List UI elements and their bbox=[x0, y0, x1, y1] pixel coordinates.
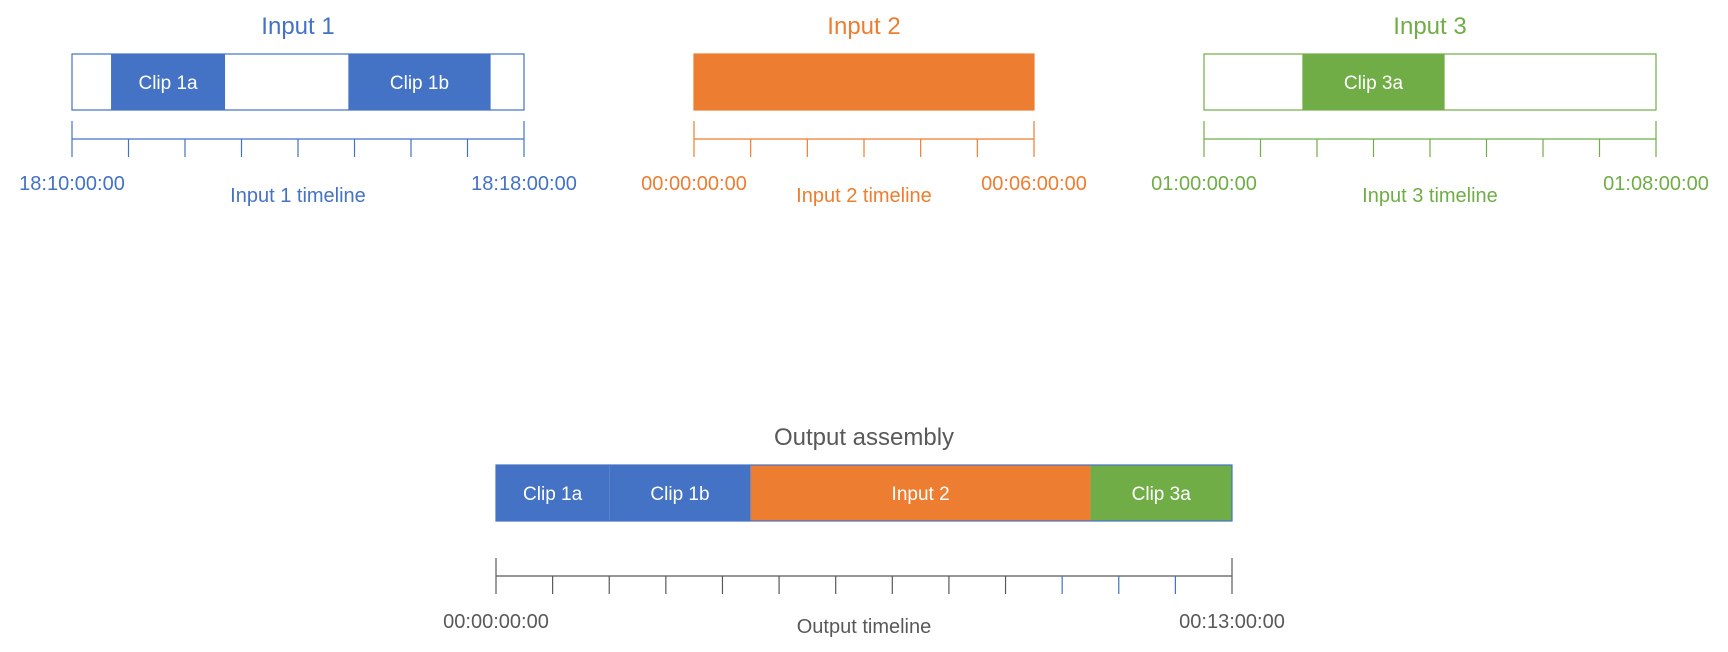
input-1-end-timecode: 18:18:00:00 bbox=[471, 173, 577, 195]
input-1-clip-2 bbox=[348, 53, 491, 111]
output-segment-3 bbox=[750, 465, 1091, 521]
input-3-start-timecode: 01:00:00:00 bbox=[1151, 173, 1257, 195]
input-3-clip-1 bbox=[1302, 53, 1445, 111]
output-segment-4-label: Clip 3a bbox=[1132, 484, 1192, 505]
output-title: Output assembly bbox=[774, 424, 954, 451]
input-1-clip-1 bbox=[111, 53, 226, 111]
input-2-start-timecode: 00:00:00:00 bbox=[641, 173, 747, 195]
output-segment-1 bbox=[496, 465, 610, 521]
input-2-timeline-label: Input 2 timeline bbox=[796, 185, 932, 207]
output-start-timecode: 00:00:00:00 bbox=[443, 611, 549, 633]
input-1-clip-1-label: Clip 1a bbox=[138, 73, 198, 94]
input-3-timeline-label: Input 3 timeline bbox=[1362, 185, 1498, 207]
output-segment-4 bbox=[1090, 465, 1232, 521]
input-1-clip-2-label: Clip 1b bbox=[390, 73, 449, 94]
input-2-bar bbox=[693, 53, 1035, 111]
input-3-clip-1-label: Clip 3a bbox=[1344, 73, 1404, 94]
output-end-timecode: 00:13:00:00 bbox=[1179, 611, 1285, 633]
input-1-start-timecode: 18:10:00:00 bbox=[19, 173, 125, 195]
input-3-title: Input 3 bbox=[1393, 13, 1466, 40]
output-timeline-label: Output timeline bbox=[797, 616, 932, 638]
input-3-end-timecode: 01:08:00:00 bbox=[1603, 173, 1709, 195]
input-1-timeline-label: Input 1 timeline bbox=[230, 185, 366, 207]
input-2-end-timecode: 00:06:00:00 bbox=[981, 173, 1087, 195]
output-segment-1-label: Clip 1a bbox=[523, 484, 583, 505]
input-1-title: Input 1 bbox=[261, 13, 334, 40]
output-segment-2 bbox=[609, 465, 751, 521]
output-bar-border bbox=[495, 464, 1233, 522]
output-segment-3-label: Input 2 bbox=[892, 484, 950, 505]
output-segment-2-label: Clip 1b bbox=[650, 484, 709, 505]
input-2-title: Input 2 bbox=[827, 13, 900, 40]
